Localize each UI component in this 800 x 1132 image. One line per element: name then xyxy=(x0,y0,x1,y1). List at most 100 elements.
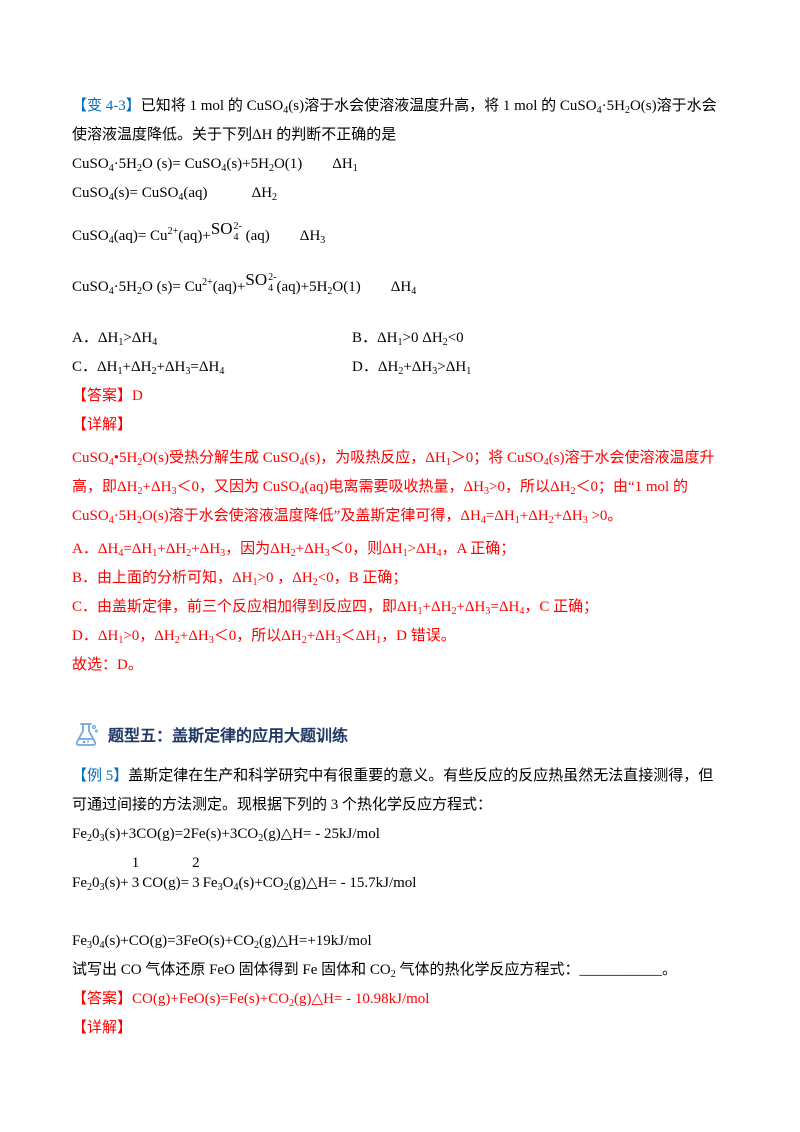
detail-label: 【详解】 xyxy=(72,417,133,433)
fraction-numerator: 2 xyxy=(192,855,200,871)
equation-2-enthalpy: ΔH2 xyxy=(251,185,278,203)
subscript: 3 xyxy=(324,548,330,559)
subscript: 4 xyxy=(436,548,442,559)
subscript: 2 xyxy=(283,882,289,893)
example-stem-text: 盖斯定律在生产和科学研究中有很重要的意义。有些反应的反应热虽然无法直接测得，但可… xyxy=(72,768,714,813)
subscript: 2 xyxy=(137,286,143,297)
subscript: 1 xyxy=(445,457,451,468)
subscript: 4 xyxy=(108,192,114,203)
ion-charge: 2- xyxy=(268,272,277,283)
subscript: 1 xyxy=(352,163,358,174)
subscript: 3 xyxy=(99,833,105,844)
subscript: 4 xyxy=(233,882,239,893)
fraction-numerator: 1 xyxy=(131,855,140,871)
equation-1: CuSO4·5H2O (s)= CuSO4(s)+5H2O(1)ΔH1 xyxy=(72,150,728,179)
subscript: 2 xyxy=(186,548,192,559)
subscript: 1 xyxy=(514,515,520,526)
subscript: 4 xyxy=(596,105,602,116)
subscript: 2 xyxy=(254,940,260,951)
subscript: 4 xyxy=(299,457,305,468)
ion-base: SO xyxy=(210,219,233,238)
subscript: 2 xyxy=(312,577,318,588)
subscript: 3 xyxy=(208,635,214,646)
problem-label: 【变 4-3】 xyxy=(72,98,141,114)
subscript: 4 xyxy=(519,606,525,617)
subscript: 1 xyxy=(376,635,382,646)
section-heading: 题型五：盖斯定律的应用大题训练 xyxy=(72,718,728,750)
subscript: 1 xyxy=(152,548,158,559)
subscript: 2 xyxy=(390,969,396,980)
subscript: 3 xyxy=(185,366,191,377)
subscript: 4 xyxy=(480,515,486,526)
subscript: 2 xyxy=(137,486,143,497)
subscript: 4 xyxy=(221,163,227,174)
ion-charge: 2- xyxy=(233,221,242,232)
problem-stem-text: 已知将 1 mol 的 CuSO4(s)溶于水会使溶液温度升高，将 1 mol … xyxy=(72,98,717,143)
equation-1-enthalpy: ΔH1 xyxy=(332,156,358,174)
equation-2: CuSO4(s)= CuSO4(aq) ΔH2 xyxy=(72,179,728,208)
subscript: 3 xyxy=(582,515,588,526)
answer-line: 【答案】D xyxy=(72,382,728,411)
subscript: 4 xyxy=(108,163,114,174)
subscript: 4 xyxy=(108,457,114,468)
subscript: 1 xyxy=(417,606,423,617)
subscript: 1 xyxy=(118,635,124,646)
subscript: 2 xyxy=(290,548,296,559)
example-stem: 【例 5】盖斯定律在生产和科学研究中有很重要的意义。有些反应的反应热虽然无法直接… xyxy=(72,762,728,820)
subscript: 3 xyxy=(217,882,223,893)
detail-conclusion: 故选：D。 xyxy=(72,657,143,673)
detail-option-c: C．由盖斯定律，前三个反应相加得到反应四，即ΔH1+ΔH2+ΔH3=ΔH4，C … xyxy=(72,599,599,617)
subscript: 2 xyxy=(137,515,143,526)
example-question: 试写出 CO 气体还原 FeO 固体得到 Fe 固体和 CO2 气体的热化学反应… xyxy=(72,962,678,980)
ion-charge-stack: 2-4 xyxy=(234,221,242,243)
subscript: 4 xyxy=(283,105,289,116)
equation-2-body: CuSO4(s)= CuSO4(aq) xyxy=(72,185,208,203)
subscript: 1 xyxy=(252,577,258,588)
option-d: D．ΔH2+ΔH3>ΔH1 xyxy=(352,359,472,377)
subscript: 2 xyxy=(289,998,295,1009)
answer-value: D xyxy=(132,388,143,404)
subscript: 2 xyxy=(451,606,457,617)
example-5: 【例 5】盖斯定律在生产和科学研究中有很重要的意义。有些反应的反应热虽然无法直接… xyxy=(72,762,728,1043)
ion-subscript: 4 xyxy=(268,283,274,294)
option-b: B．ΔH1>0 ΔH2<0 xyxy=(352,330,464,348)
subscript: 3 xyxy=(99,882,105,893)
subscript: 2 xyxy=(137,163,143,174)
subscript: 1 xyxy=(466,366,472,377)
subscript: 2 xyxy=(151,366,157,377)
subscript: 4 xyxy=(219,366,225,377)
subscript: 3 xyxy=(484,486,490,497)
subscript: 4 xyxy=(152,337,158,348)
option-c: C．ΔH1+ΔH2+ΔH3=ΔH4 xyxy=(72,359,225,377)
subscript: 2 xyxy=(137,457,143,468)
subscript: 2 xyxy=(87,882,92,893)
ion-subscript: 4 xyxy=(233,232,239,243)
subscript: 1 xyxy=(397,337,403,348)
subscript: 2 xyxy=(398,366,404,377)
subscript: 1 xyxy=(118,337,124,348)
option-a: A．ΔH1>ΔH4 xyxy=(72,330,158,348)
subscript: 2 xyxy=(327,286,333,297)
example-answer-line: 【答案】CO(g)+FeO(s)=Fe(s)+CO2(g)△H= - 10.98… xyxy=(72,985,728,1014)
superscript: 2+ xyxy=(202,277,213,288)
fraction-denominator: 3 xyxy=(131,875,140,891)
subscript: 2 xyxy=(272,192,278,203)
subscript: 4 xyxy=(543,457,549,468)
subscript: 2 xyxy=(301,635,307,646)
subscript: 2 xyxy=(87,833,92,844)
answer-options: A．ΔH1>ΔH4 B．ΔH1>0 ΔH2<0 C．ΔH1+ΔH2+ΔH3=ΔH… xyxy=(72,324,728,382)
ion-charge-stack: 2-4 xyxy=(268,272,276,294)
detail-option-d: D．ΔH1>0，ΔH2+ΔH3＜0，所以ΔH2+ΔH3＜ΔH1，D 错误。 xyxy=(72,628,456,646)
example-answer-value: CO(g)+FeO(s)=Fe(s)+CO2(g)△H= - 10.98kJ/m… xyxy=(132,991,430,1009)
subscript: 4 xyxy=(108,515,114,526)
ion-base: SO xyxy=(245,270,268,289)
answer-label: 【答案】 xyxy=(72,388,133,404)
